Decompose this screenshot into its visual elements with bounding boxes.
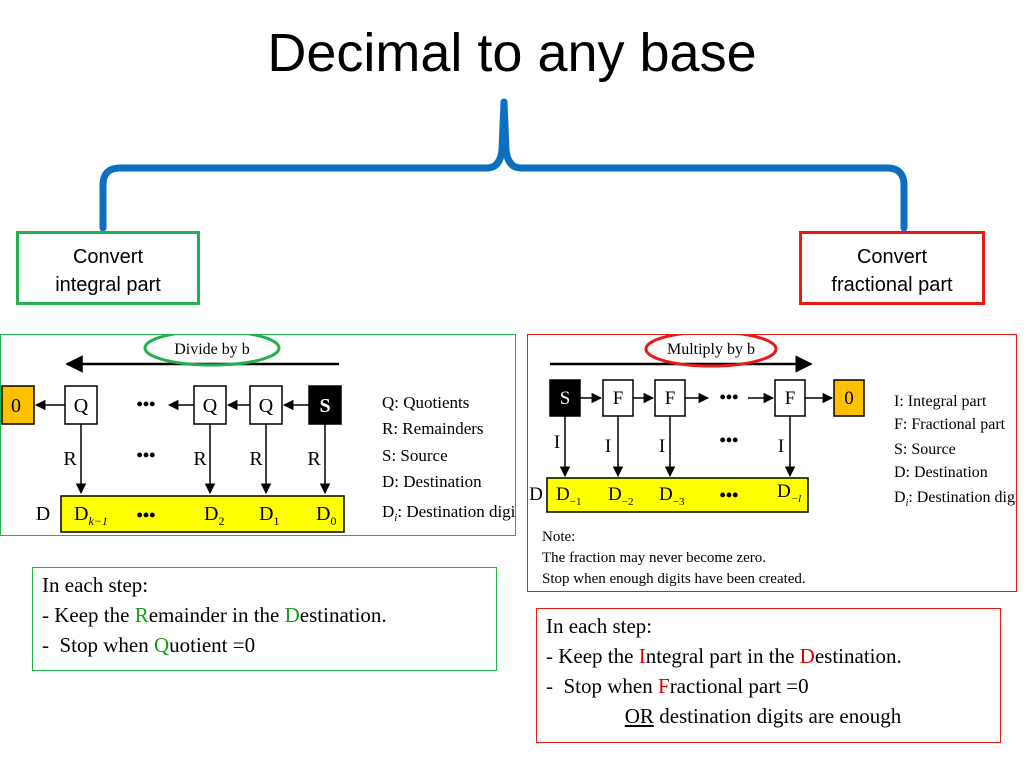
dest-m3: D−3 [659,484,685,508]
source-box [308,385,342,425]
fractional-steps-line4: OR destination digits are enough [624,704,902,728]
convert-fractional-line2: fractional part [831,274,953,296]
source-label: S [560,388,571,409]
r-label-3: R [249,448,263,470]
convert-fractional-line1: Convert [856,246,928,268]
integral-diagram: Divide by b 0 Q Q Q S ••• R ••• R R R D … [1,335,516,533]
q-box-3 [249,385,283,425]
dots-top: ••• [720,387,739,407]
divide-label: Divide by b [174,341,250,358]
r-label-4: R [307,448,321,470]
legend-f: F: Fractional part [894,416,1006,433]
integral-steps-line1: In each step: [42,573,149,597]
i-label-3: I [659,436,665,457]
dest-m1: D−1 [556,484,581,508]
i-label-4: I [778,436,784,457]
dest-km1: Dk−1 [74,503,108,528]
zero-label: 0 [11,395,21,417]
legend-d: D: Destination [382,472,482,491]
dest-ml: D−l [777,481,801,505]
fractional-diagram-panel: Multiply by b S F F F 0 ••• I I I ••• I … [527,334,1017,592]
source-box [549,379,581,417]
dest-0: D0 [316,503,336,528]
zero-label: 0 [844,388,854,409]
legend-i: I: Integral part [894,393,987,410]
convert-integral-line1: Convert [72,246,144,268]
f-label-1: F [613,388,624,409]
convert-integral-box: Convert integral part [16,231,200,305]
fractional-steps-line1: In each step: [546,614,653,638]
integral-diagram-panel: Divide by b 0 Q Q Q S ••• R ••• R R R D … [0,334,516,536]
multiply-label: Multiply by b [667,341,755,358]
note-title: Note: [542,529,575,545]
convert-integral-line2: integral part [55,274,161,296]
integral-steps-line3: - Stop when Quotient =0 [42,633,256,657]
integral-steps-line2: - Keep the Remainder in the Destination. [42,603,387,627]
zero-box [833,379,865,417]
f-label-2: F [665,388,676,409]
fractional-steps-line3: - Stop when Fractional part =0 [546,674,809,698]
destination-bar [546,477,809,513]
dest-2: D2 [204,503,224,528]
fractional-steps-box: In each step: - Keep the Integral part i… [536,608,1001,743]
note-line2: Stop when enough digits have been create… [542,571,806,587]
legend-di: Di: Destination digit [382,502,516,524]
dots-dest: ••• [137,505,156,525]
curly-brace [99,98,908,232]
dots-top: ••• [137,394,156,414]
legend-r: R: Remainders [382,419,484,438]
q-label-1: Q [74,395,89,417]
i-label-1: I [554,432,560,453]
legend-q: Q: Quotients [382,393,469,412]
dots-dest: ••• [720,485,739,505]
source-label: S [319,395,330,417]
note-line1: The fraction may never become zero. [542,550,766,566]
i-label-2: I [605,436,611,457]
fractional-diagram: Multiply by b S F F F 0 ••• I I I ••• I … [529,335,1017,587]
destination-bar [60,495,345,533]
dest-m2: D−2 [608,484,633,508]
f-box-3 [774,379,806,417]
d-row-label: D [529,484,543,505]
integral-steps-box: In each step: - Keep the Remainder in th… [32,567,497,671]
dest-1: D1 [259,503,279,528]
legend-s: S: Source [382,446,448,465]
r-label-1: R [63,448,77,470]
r-label-2: R [193,448,207,470]
divide-oval [143,335,281,367]
legend-d: D: Destination [894,464,988,481]
convert-fractional-box: Convert fractional part [799,231,985,305]
slide-title: Decimal to any base [267,23,757,83]
q-label-3: Q [259,395,274,417]
legend-di: Di: Destination digit [894,489,1017,509]
f-label-3: F [785,388,796,409]
q-box-2 [193,385,227,425]
dots-mid: ••• [720,430,739,450]
d-row-label: D [36,503,50,525]
q-label-2: Q [203,395,218,417]
zero-box [1,385,35,425]
multiply-oval [644,335,778,368]
dots-mid: ••• [137,445,156,465]
fractional-steps-line2: - Keep the Integral part in the Destinat… [546,644,902,668]
legend-s: S: Source [894,441,956,458]
